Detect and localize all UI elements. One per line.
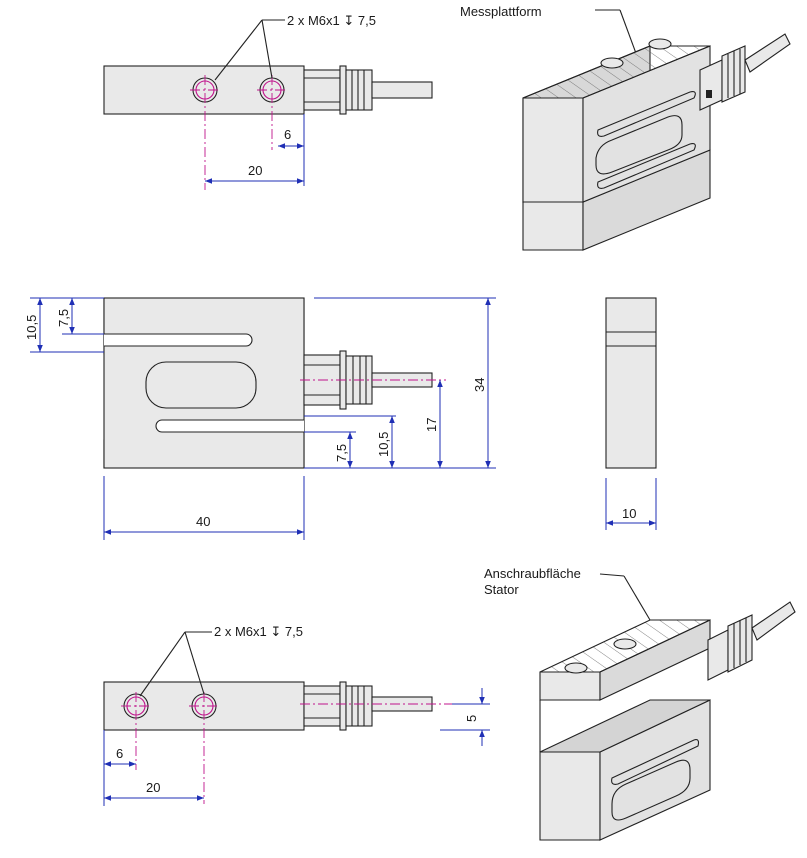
front-view: 10,5 7,5 34 17 10,5 7,5 40 bbox=[24, 297, 496, 540]
bottom-view-thread-note: 2 x M6x1 ↧ 7,5 bbox=[214, 624, 303, 639]
front-view-dim-height: 34 bbox=[472, 378, 487, 392]
iso-bottom-cable-gland bbox=[707, 601, 796, 681]
side-view: 10 bbox=[605, 297, 657, 530]
front-view-dim-cable-height: 17 bbox=[424, 418, 439, 432]
bottom-view-dim-cable-offset: 5 bbox=[464, 715, 479, 722]
iso-view-top: Messplattform bbox=[460, 4, 791, 251]
iso-bottom-label-line1: Anschraubfläche bbox=[484, 566, 581, 581]
top-view-hole-left bbox=[190, 75, 220, 190]
top-view-thread-note: 2 x M6x1 ↧ 7,5 bbox=[287, 13, 376, 28]
iso-top-label: Messplattform bbox=[460, 4, 542, 19]
bottom-view-dim-6: 6 bbox=[116, 746, 123, 761]
front-view-dim-width: 40 bbox=[196, 514, 210, 529]
side-view-dim-thickness: 10 bbox=[622, 506, 636, 521]
iso-view-bottom: Anschraubfläche Stator bbox=[484, 566, 796, 841]
side-view-body bbox=[605, 297, 657, 469]
bottom-view-dim-20: 20 bbox=[146, 780, 160, 795]
front-view-cable-gland bbox=[300, 350, 446, 410]
bottom-view-cable-gland bbox=[300, 681, 482, 731]
front-view-dim-slot-top-outer: 10,5 bbox=[24, 315, 39, 340]
front-view-dim-slot-bottom-outer: 10,5 bbox=[376, 432, 391, 457]
top-view-cable-gland bbox=[303, 65, 433, 115]
top-view-dim-20: 20 bbox=[248, 163, 262, 178]
top-view: 2 x M6x1 ↧ 7,5 6 20 bbox=[103, 13, 433, 190]
bottom-view-hole-left bbox=[121, 692, 151, 770]
iso-top-cable-gland bbox=[699, 33, 791, 111]
front-view-dim-slot-top: 7,5 bbox=[56, 309, 71, 327]
bottom-view: 2 x M6x1 ↧ 7,5 5 6 20 bbox=[103, 624, 490, 806]
front-view-dim-slot-bottom: 7,5 bbox=[334, 444, 349, 462]
front-view-center-pocket bbox=[145, 361, 257, 409]
top-view-dim-6: 6 bbox=[284, 127, 291, 142]
iso-bottom-label-line2: Stator bbox=[484, 582, 519, 597]
